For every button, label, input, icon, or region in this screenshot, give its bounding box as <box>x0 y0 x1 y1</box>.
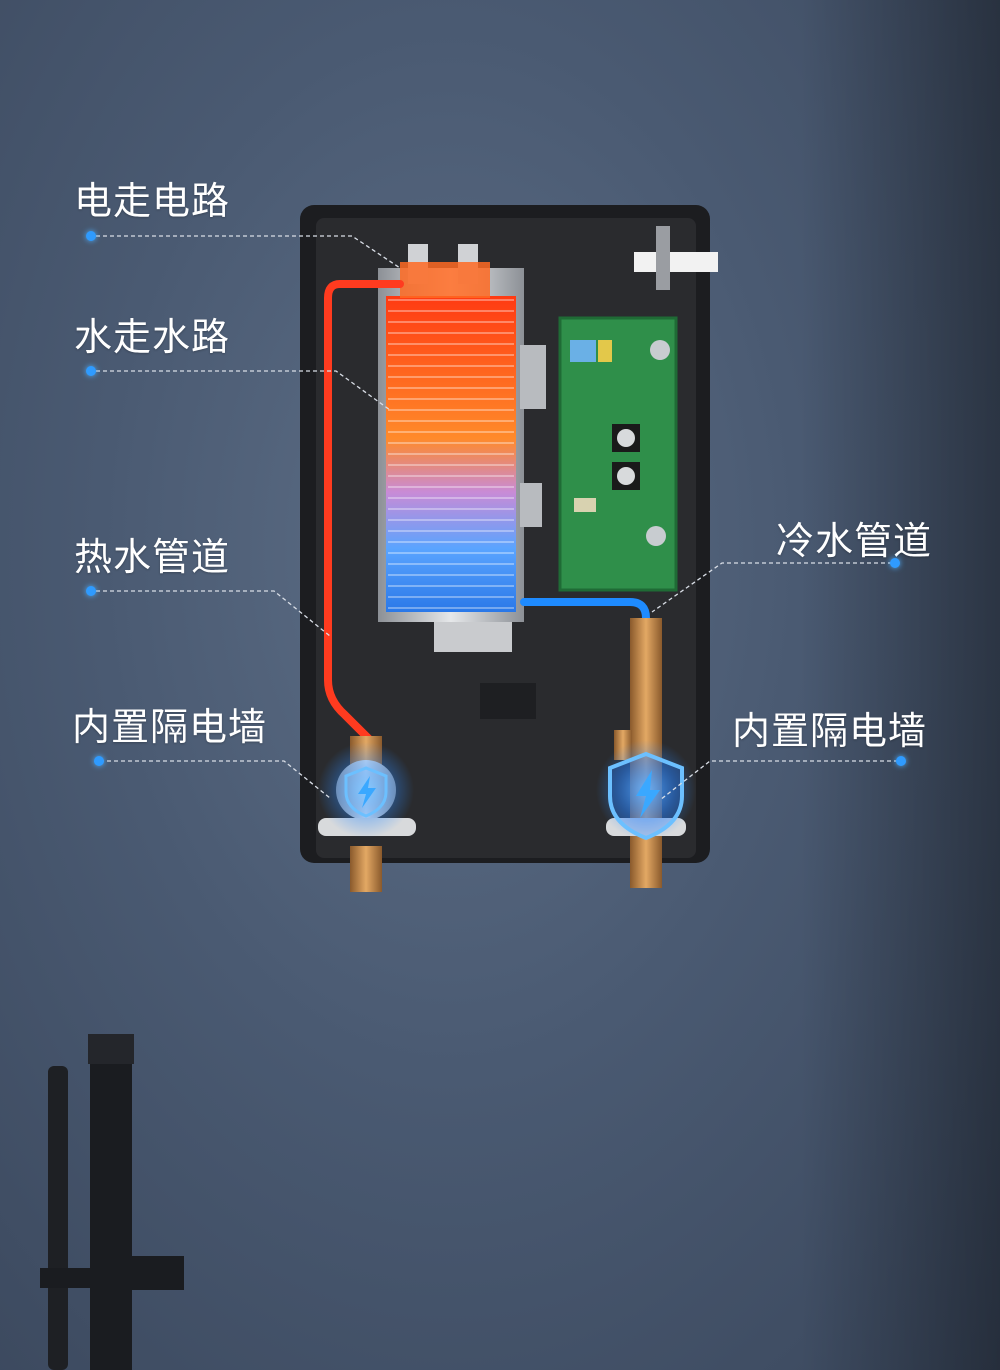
label-cold-pipe: 冷水管道 <box>776 519 933 563</box>
pcb-capacitor <box>646 526 666 546</box>
heat-exchanger <box>378 244 546 652</box>
callout-line-hot-pipe <box>96 590 331 637</box>
cold-water-pipe <box>520 598 650 634</box>
left-inlet-valve <box>318 736 416 892</box>
callout-dot-circuit <box>86 231 96 241</box>
callout-line-cold-pipe <box>651 562 892 613</box>
exchanger-mount <box>434 622 512 652</box>
hot-manifold <box>400 262 490 298</box>
callout-dot-hot-pipe <box>86 586 96 596</box>
callout-line-waterway <box>96 370 391 411</box>
label-hot-pipe: 热水管道 <box>74 535 231 579</box>
pcb-component <box>570 340 596 362</box>
mixer-handle <box>130 1256 184 1290</box>
control-board <box>558 316 678 592</box>
pcb-component <box>598 340 612 362</box>
exchanger-clamp <box>520 345 546 409</box>
hand-shower <box>48 1066 68 1370</box>
label-isolation-right: 内置隔电墙 <box>732 709 928 753</box>
callout-line-isolation-left <box>100 760 331 799</box>
callout-line-circuit <box>96 235 401 269</box>
lightning-shield-icon <box>344 766 388 818</box>
callout-lines <box>96 235 898 801</box>
pcb-capacitor <box>650 340 670 360</box>
label-circuit: 电走电路 <box>74 179 231 223</box>
callout-dot-isolation-left <box>94 756 104 766</box>
hot-water-pipe <box>324 280 404 744</box>
pcb-relay-knob <box>617 467 635 485</box>
mixer-cap <box>88 1034 134 1064</box>
bracket <box>634 252 718 272</box>
coil-lines <box>388 299 514 609</box>
lightning-icon <box>636 770 660 818</box>
callout-dot-waterway <box>86 366 96 376</box>
callout-dot-isolation-right <box>896 756 906 766</box>
pcb-component <box>574 498 596 512</box>
heating-coils <box>386 296 516 612</box>
housing-slot <box>480 683 536 719</box>
bracket-bolt <box>656 226 670 290</box>
exchanger-clamp <box>520 483 542 527</box>
hose-connector <box>40 1268 90 1288</box>
lightning-icon <box>358 776 376 808</box>
label-waterway: 水走水路 <box>74 315 231 359</box>
pcb-relay-knob <box>617 429 635 447</box>
shower-fixture <box>40 1034 184 1370</box>
valve-outlet <box>350 846 382 892</box>
label-isolation-left: 内置隔电墙 <box>72 705 268 749</box>
mixer-column <box>90 1036 132 1370</box>
callout-dot-cold-pipe <box>890 558 900 568</box>
right-inlet-pipe <box>596 618 696 888</box>
